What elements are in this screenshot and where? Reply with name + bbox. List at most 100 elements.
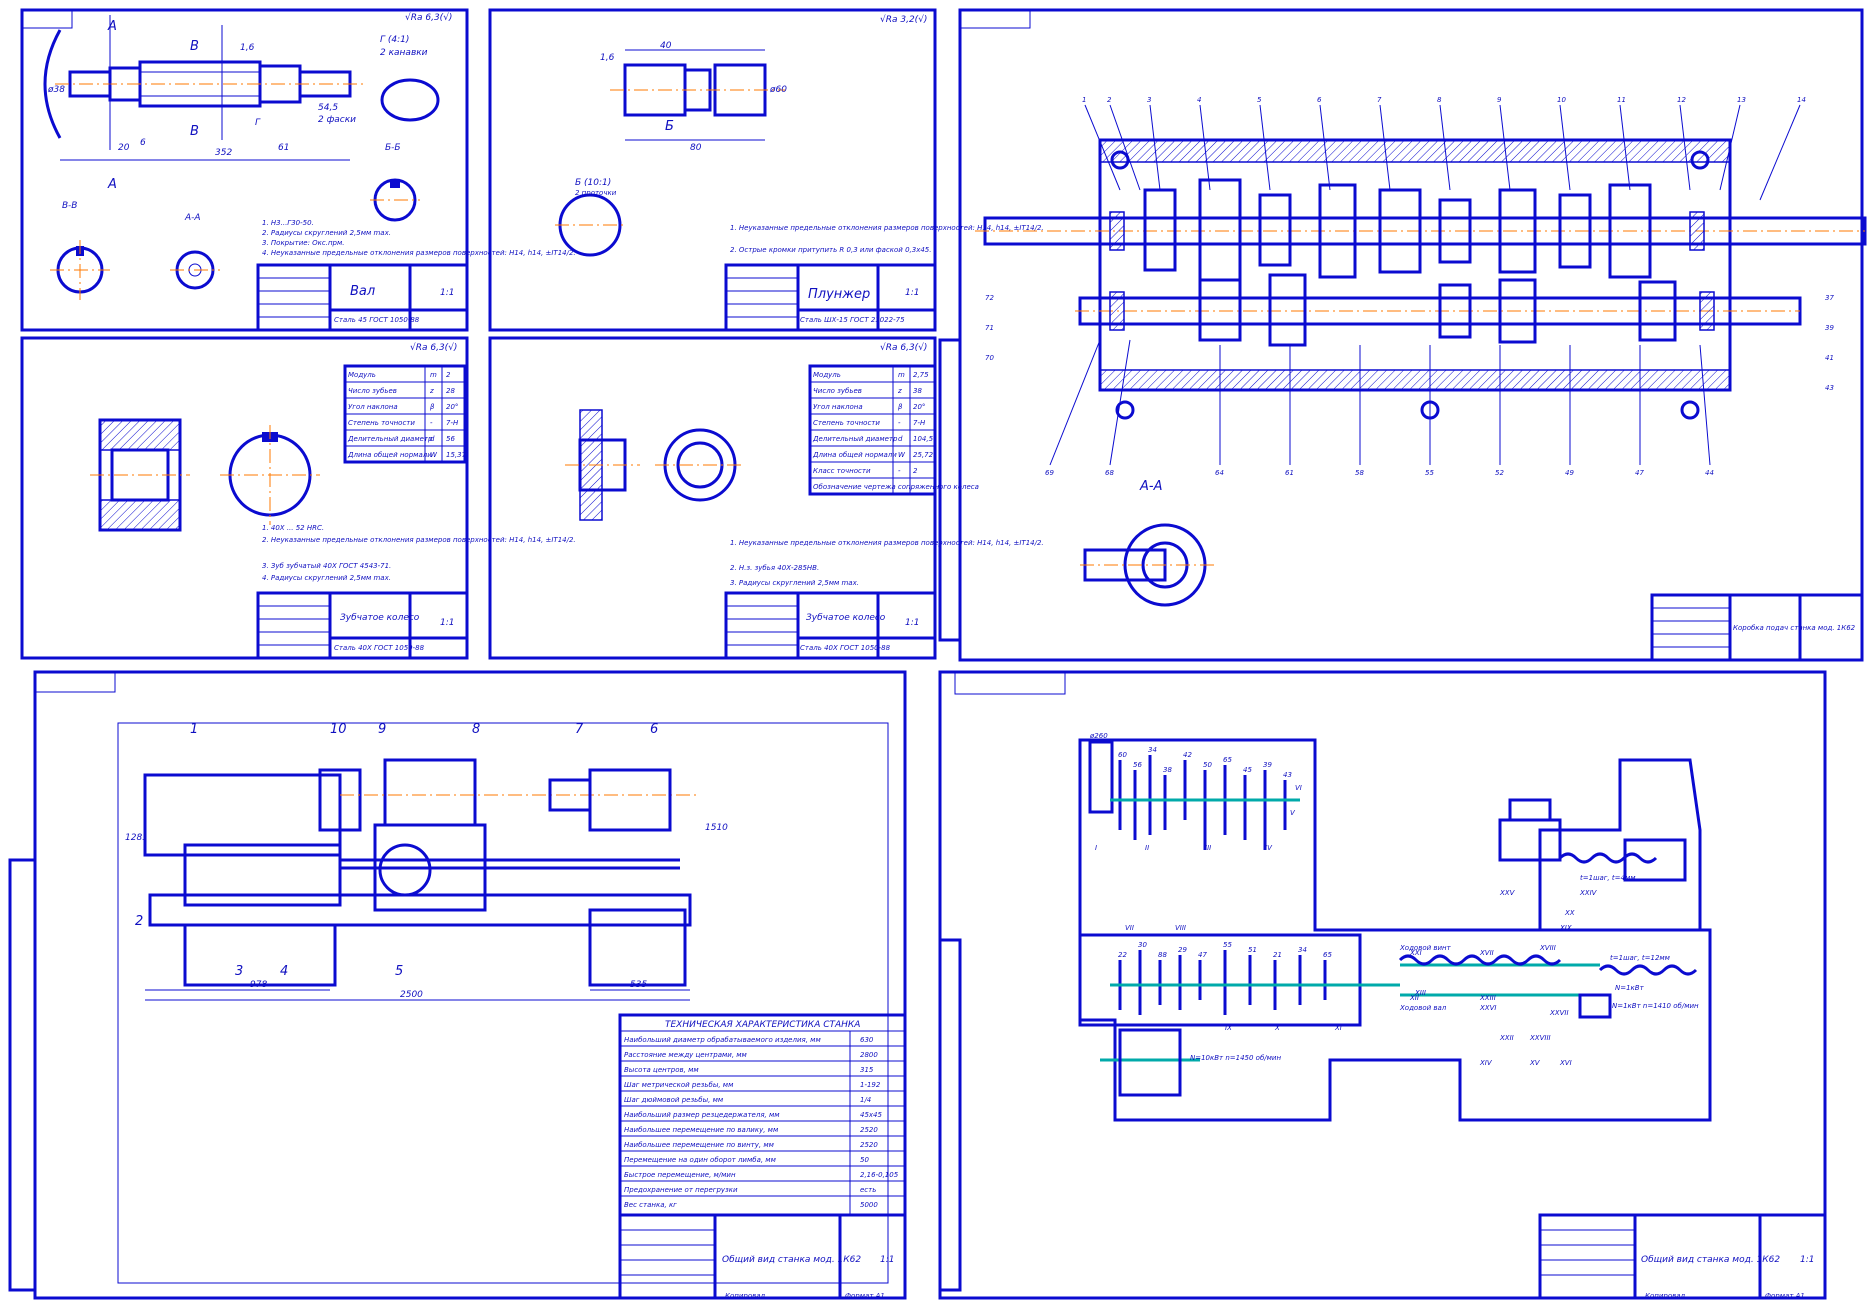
shaft-XXIV: XXIV [1579, 889, 1598, 897]
note-sheet4-1: 1. Неуказанные предельные отклонения раз… [730, 539, 1044, 547]
spec-r6-value: 2520 [860, 1126, 878, 1134]
title-sheet1: Вал [350, 284, 375, 299]
shaft-IV: IV [1265, 844, 1273, 852]
t4-r2-c0: Угол наклона [813, 403, 863, 411]
callout-13: 13 [1737, 96, 1746, 104]
gear-num-22: 22 [1118, 951, 1127, 959]
shaft-XII: XII [1409, 994, 1419, 1002]
spec-r8-label: Перемещение на один оборот лимба, мм [624, 1156, 777, 1164]
note-4: 4. Неуказанные предельные отклонения раз… [262, 249, 576, 257]
spec-r10-label: Предохранение от перегрузки [624, 1186, 738, 1194]
t3-r5-c0: Длина общей нормали [347, 451, 432, 459]
title-sheet4: Зубчатое колесо [806, 613, 886, 623]
t3-r0-c2: 2 [446, 371, 451, 379]
roughness-sheet1: √Ra 6,3(√) [405, 12, 452, 23]
t4-r0-c2: 2,75 [913, 371, 929, 379]
title-sheet3: Зубчатое колесо [340, 613, 420, 623]
note-sheet3-1: 1. 40Х ... 52 HRC. [262, 524, 324, 532]
shaft-XVI: XVI [1559, 1059, 1572, 1067]
callout-39: 39 [1825, 324, 1834, 332]
dim-2500: 2500 [400, 990, 423, 1000]
spec-r10-value: есть [860, 1186, 876, 1194]
note-sheet2-2: 2. Острые кромки притупить R 0,3 или фас… [730, 246, 931, 254]
title-sheet5: Коробка подач станка мод. 1К62 [1733, 624, 1856, 632]
gear-num-60: 60 [1118, 751, 1127, 759]
t3-r1-c0: Число зубьев [348, 387, 397, 395]
gear-param-table-1: Модуль m 2 Число зубьев z 28 Угол наклон… [343, 364, 467, 464]
t4-r3-c2: 7-Н [913, 419, 926, 427]
gear-num-65: 65 [1223, 756, 1232, 764]
t3-r3-c1: - [430, 419, 433, 427]
t3-r3-c0: Степень точности [348, 419, 415, 427]
t4-r3-c0: Степень точности [813, 419, 880, 427]
lead-screw-label: Ходовой винт [1399, 944, 1452, 952]
roughness-sheet4: √Ra 6,3(√) [880, 342, 927, 353]
gear-num-29: 29 [1178, 946, 1187, 954]
sheet7-scale: 1:1 [1800, 1255, 1814, 1265]
dim-diameter: ø38 [47, 85, 65, 95]
shaft-XXVII: XXVII [1549, 1009, 1569, 1017]
dim-1-6-p: 1,6 [600, 53, 615, 63]
sheet6-scale: 1:1 [880, 1255, 894, 1265]
section-label-aa-gearbox: А-А [1139, 479, 1162, 494]
t3-r2-c2: 20° [446, 403, 458, 411]
spec-r11-label: Вес станка, кг [624, 1201, 677, 1209]
callout-5: 5 [1257, 96, 1262, 104]
t3-r2-c1: β [430, 403, 435, 411]
format-sheet7: Формат А1 [1765, 1292, 1805, 1300]
spec-r5-label: Наибольший размер резцедержателя, мм [624, 1111, 780, 1119]
t4-r6-c0: Класс точности [813, 467, 871, 475]
callout-1: 1 [1082, 96, 1086, 104]
spec-r5-value: 45x45 [860, 1111, 883, 1119]
spec-r0-value: 630 [860, 1036, 874, 1044]
lathe-callout-5: 5 [395, 964, 403, 979]
callout-43: 43 [1825, 384, 1834, 392]
shaft-XV: XV [1529, 1059, 1541, 1067]
gear-num-34: 34 [1148, 746, 1157, 754]
callout-4: 4 [1197, 96, 1201, 104]
shaft-XIV: XIV [1479, 1059, 1493, 1067]
t4-r5-c1: W [898, 451, 906, 459]
title-sheet2: Плунжер [808, 287, 870, 302]
shaft-X: X [1274, 1024, 1280, 1032]
dim-80: 80 [690, 143, 702, 153]
spec-r6-label: Наибольшее перемещение по валику, мм [624, 1126, 779, 1134]
gear-num-21: 21 [1273, 951, 1282, 959]
callout-2: 2 [1107, 96, 1112, 104]
view-label-b-top: B [190, 39, 199, 54]
callout-37: 37 [1825, 294, 1834, 302]
shaft-I: I [1095, 844, 1097, 852]
note-3: 3. Покрытие: Окс.прм. [262, 239, 345, 247]
spec-r2-value: 315 [860, 1066, 874, 1074]
spec-r4-label: Шаг дюймовой резьбы, мм [624, 1096, 724, 1104]
title-sheet7: Общий вид станка мод. 1К62 [1641, 1255, 1780, 1265]
format-sheet6: Формат А1 [845, 1292, 885, 1300]
spec-r3-value: 1-192 [860, 1081, 881, 1089]
sheet-gear-wheel-1: √Ra 6,3(√) Модуль m 2 Число зубьев z 28 … [20, 336, 576, 660]
dim-1281: 1281 [125, 833, 148, 843]
callout-68: 68 [1105, 469, 1114, 477]
spec-r0-label: Наибольший диаметр обрабатываемого издел… [624, 1036, 821, 1044]
t4-r6-c1: - [898, 467, 901, 475]
shaft-XIII: XIII [1414, 989, 1426, 997]
note-sheet4-2: 2. Н.з. зубья 40Х-285HB. [730, 564, 819, 572]
sheet1-scale: 1:1 [440, 288, 454, 298]
shaft-XX: XX [1564, 909, 1575, 917]
spec-table: ТЕХНИЧЕСКАЯ ХАРАКТЕРИСТИКА СТАНКА Наибол… [618, 1013, 907, 1217]
callout-72: 72 [985, 294, 994, 302]
material-sheet1: Сталь 45 ГОСТ 1050-88 [334, 316, 420, 324]
gear-num-34b: 34 [1298, 946, 1307, 954]
motor-main: N=10кВт n=1450 об/мин [1190, 1054, 1281, 1062]
lathe-callout-1: 1 [190, 722, 198, 737]
sheet-gear-wheel-2: √Ra 6,3(√) Модуль m 2,75 Число зубьев z … [488, 336, 1044, 660]
section-label-bb: B-B [62, 201, 77, 211]
roughness-sheet3: √Ra 6,3(√) [410, 342, 457, 353]
view-marker-b: Б [665, 119, 674, 134]
roughness-sheet2: √Ra 3,2(√) [880, 14, 927, 25]
view-label-a-bottom: A [107, 177, 117, 192]
shaft-VIII: VIII [1175, 924, 1186, 932]
callout-71: 71 [985, 324, 994, 332]
shaft-XXI: XXI [1409, 949, 1422, 957]
dim-chamfer: 2 фаски [318, 115, 356, 125]
callout-49: 49 [1565, 469, 1574, 477]
